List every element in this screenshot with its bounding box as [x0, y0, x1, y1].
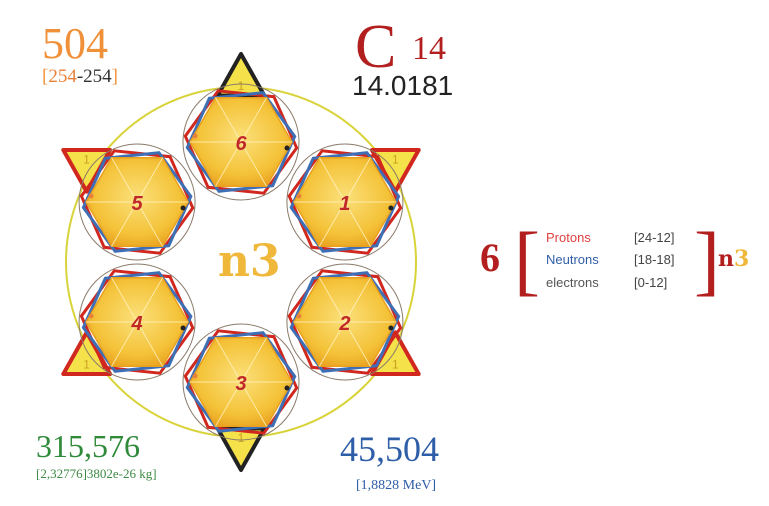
- electron-dot: [88, 313, 94, 319]
- hex-spoke: [111, 157, 138, 203]
- hexagon-label-3: 3: [235, 373, 246, 395]
- hex-spoke: [344, 321, 371, 367]
- hexagon-2: 2: [286, 263, 404, 381]
- hex-spoke: [136, 277, 164, 323]
- triangle-1: 1: [215, 52, 267, 98]
- legend-value-electrons: [0-12]: [634, 275, 668, 290]
- hexagon-5: 5: [78, 143, 196, 261]
- hexagon-label-1: 1: [339, 193, 350, 215]
- electron-dot: [88, 193, 94, 199]
- hex-spoke: [111, 321, 138, 367]
- center-shell-label: n3: [218, 236, 281, 287]
- legend-value-protons: [24-12]: [634, 230, 675, 245]
- hex-spoke: [318, 321, 346, 367]
- triangle-label: 1: [392, 357, 399, 371]
- hex-spoke: [136, 201, 164, 247]
- triangle-label: 1: [83, 357, 90, 371]
- hex-orbit-3: [182, 323, 300, 441]
- hex-spoke: [215, 141, 242, 187]
- electron-dot: [388, 325, 394, 331]
- electron-dot: [180, 205, 186, 211]
- triangle-label: 1: [83, 153, 90, 167]
- hex-orbit-1: [286, 143, 404, 261]
- neutron-hexagon-2: [289, 271, 401, 373]
- proton-hexagon-2: [287, 269, 403, 375]
- electron-dot: [192, 373, 198, 379]
- hex-spoke: [240, 381, 267, 427]
- electron-dot: [180, 325, 186, 331]
- hex-orbit-4: [78, 263, 196, 381]
- legend-value-neutrons: [18-18]: [634, 252, 675, 267]
- legend-shell-number: 6: [480, 235, 500, 280]
- proton-hexagon-4: [79, 269, 195, 375]
- hex-spoke: [344, 277, 371, 323]
- triangle-label: 1: [392, 153, 399, 167]
- neutron-hexagon-6: [185, 91, 297, 193]
- hexagon-label-6: 6: [235, 133, 247, 155]
- hex-orbit-6: [182, 83, 300, 201]
- hex-spoke: [111, 201, 138, 247]
- bottom-right-energy: [1,8828 MeV]: [356, 478, 437, 493]
- legend-shell-name: n3: [718, 246, 750, 272]
- hex-spoke: [215, 337, 242, 383]
- legend-open-bracket: [: [514, 216, 540, 303]
- hexagon-4: 4: [78, 263, 196, 381]
- hex-spoke: [344, 157, 371, 203]
- hexagon-6: 6: [182, 83, 300, 201]
- neutron-hexagon-3: [185, 331, 297, 433]
- top-left-value: 504: [42, 19, 108, 68]
- triangle-4: 1: [215, 426, 267, 472]
- hex-spoke: [318, 157, 346, 203]
- proton-hexagon-5: [79, 149, 195, 255]
- mass-number: 14: [412, 30, 446, 67]
- legend-close-bracket: ]: [694, 216, 720, 303]
- bottom-left-mass-kg: [2,32776]3802e-26 kg]: [36, 466, 157, 481]
- hex-spoke: [240, 97, 267, 143]
- hex-orbit-2: [286, 263, 404, 381]
- hex-spoke: [240, 141, 267, 187]
- hex-spoke: [318, 201, 346, 247]
- hex-spoke: [136, 321, 164, 367]
- legend-label-protons: Protons: [546, 230, 591, 245]
- hex-spoke: [318, 277, 346, 323]
- hexagon-3: 3: [182, 323, 300, 441]
- hexagon-label-2: 2: [338, 313, 350, 335]
- triangle-label: 1: [238, 431, 245, 445]
- electron-dot: [284, 145, 290, 151]
- bottom-left-value: 315,576: [36, 428, 140, 464]
- hex-spoke: [136, 157, 164, 203]
- electron-dot: [192, 133, 198, 139]
- hexagon-label-4: 4: [131, 313, 143, 335]
- electron-dot: [388, 205, 394, 211]
- hexagon-label-5: 5: [132, 193, 144, 215]
- hex-spoke: [215, 381, 242, 427]
- legend-label-electrons: electrons: [546, 275, 599, 290]
- electron-dot: [296, 313, 302, 319]
- element-symbol: C: [355, 13, 397, 81]
- hex-orbit-5: [78, 143, 196, 261]
- neutron-hexagon-4: [81, 271, 193, 373]
- hexagon-1: 1: [286, 143, 404, 261]
- bottom-right-value: 45,504: [340, 429, 439, 469]
- triangle-label: 1: [238, 79, 245, 93]
- proton-hexagon-3: [183, 329, 299, 435]
- hex-spoke: [111, 277, 138, 323]
- electron-dot: [284, 385, 290, 391]
- neutron-hexagon-1: [289, 151, 401, 253]
- legend-label-neutrons: Neutrons: [546, 252, 599, 267]
- hex-spoke: [344, 201, 371, 247]
- hex-spoke: [240, 337, 267, 383]
- proton-hexagon-6: [183, 89, 299, 195]
- top-left-breakdown: [254-254]: [42, 66, 118, 87]
- hex-spoke: [215, 97, 242, 143]
- electron-dot: [296, 193, 302, 199]
- proton-hexagon-1: [287, 149, 403, 255]
- atomic-mass: 14.0181: [352, 70, 454, 101]
- neutron-hexagon-5: [81, 151, 193, 253]
